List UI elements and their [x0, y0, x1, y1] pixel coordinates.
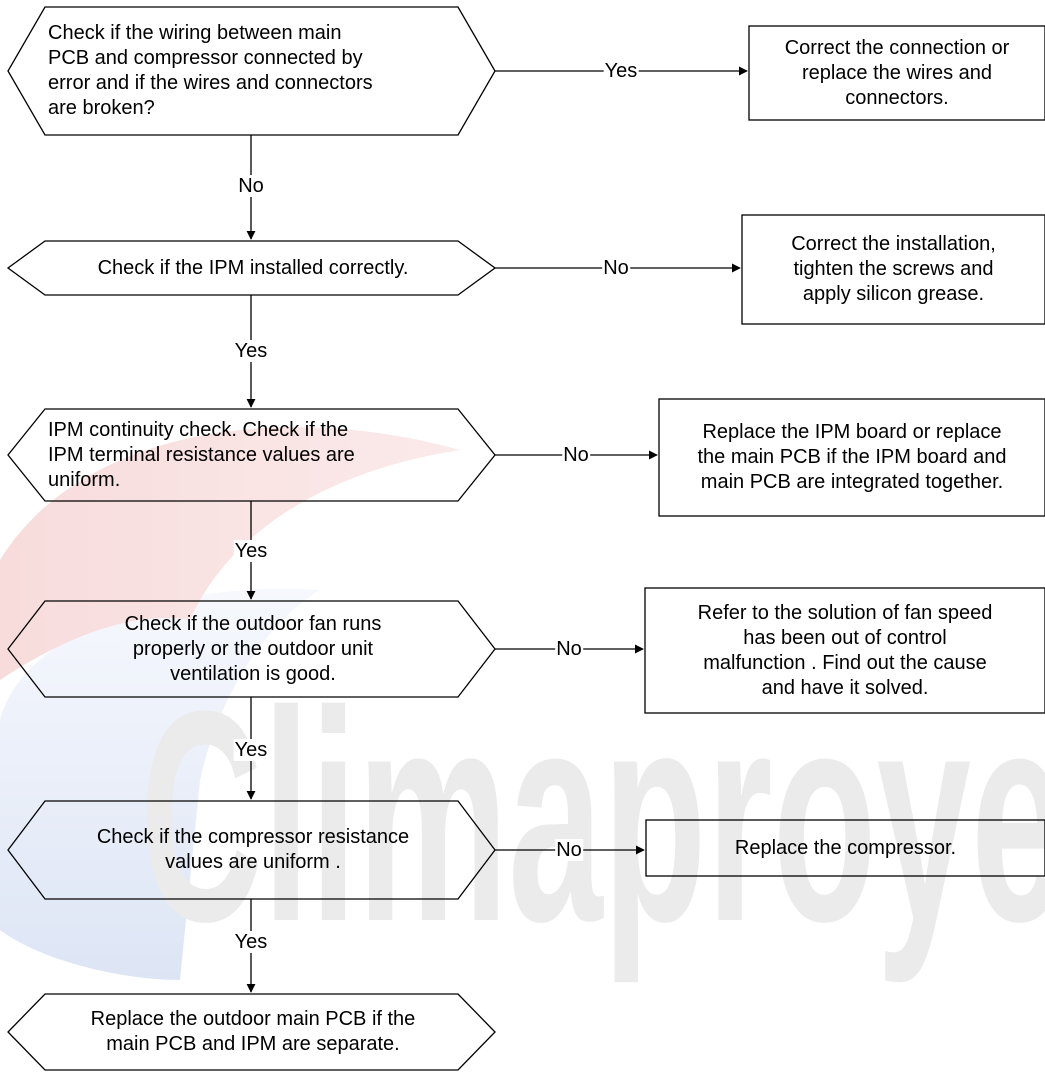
action-replace-compressor-text: Replace the compressor. [646, 820, 1045, 876]
action-replace-ipm-board-text: Replace the IPM board or replace the mai… [659, 399, 1045, 516]
text-line: tighten the screws and [793, 258, 994, 280]
text-line: main PCB are integrated together. [700, 471, 1004, 493]
text-line: Check if the wiring between main [48, 22, 342, 44]
text-line: IPM continuity check. Check if the [48, 418, 349, 441]
decision-ipm-continuity-text: IPM continuity check. Check if the IPM t… [48, 409, 468, 501]
text-line: error and if the wires and connectors [48, 72, 373, 94]
watermark-blue-swoosh [0, 588, 320, 980]
text-line: connectors. [845, 86, 949, 109]
decision-compressor-resistance [7, 800, 496, 900]
text-line: the main PCB if the IPM board and [697, 446, 1007, 468]
text-line: uniform. [48, 468, 121, 491]
text-line: properly or the outdoor unit [132, 637, 374, 660]
text-line: PCB and compressor connected by [48, 47, 363, 69]
text-line: Replace the outdoor main PCB if the [90, 1008, 416, 1030]
text-line: malfunction . Find out the cause [703, 651, 987, 674]
branch-label-yes: Yes [233, 540, 269, 562]
decision-replace-pcb [7, 993, 496, 1071]
watermark-text: Climaproyec [140, 648, 1045, 986]
text-line: has been out of control [743, 626, 947, 649]
branch-label-no: No [555, 638, 583, 660]
text-line: Check if the compressor resistance [96, 826, 410, 848]
branch-label-yes: Yes [233, 931, 269, 953]
branch-label-yes: Yes [603, 60, 639, 82]
text-line: Refer to the solution of fan speed [697, 601, 993, 624]
text-line: replace the wires and [801, 61, 993, 84]
action-correct-installation-text: Correct the installation, tighten the sc… [742, 215, 1045, 324]
action-replace-compressor [645, 819, 1045, 877]
text-line: Correct the installation, [791, 233, 996, 255]
decision-wiring-check [7, 6, 496, 136]
text-line: values are uniform . [165, 851, 341, 873]
text-line: Replace the compressor. [734, 836, 957, 859]
action-fan-speed-solution [644, 587, 1045, 714]
branch-label-no: No [562, 444, 590, 466]
text-line: ventilation is good. [170, 662, 336, 685]
decision-outdoor-fan-text: Check if the outdoor fan runs properly o… [38, 601, 468, 697]
text-line: Correct the connection or [784, 36, 1010, 59]
text-line: Check if the IPM installed correctly. [97, 256, 409, 279]
action-correct-connection-text: Correct the connection or replace the wi… [749, 26, 1045, 120]
branch-label-yes: Yes [233, 340, 269, 362]
decision-wiring-check-text: Check if the wiring between main PCB and… [48, 7, 468, 135]
branch-label-no: No [555, 839, 583, 861]
decision-outdoor-fan [7, 600, 496, 698]
text-line: main PCB and IPM are separate. [106, 1033, 400, 1055]
text-line: Replace the IPM board or replace [702, 421, 1002, 443]
text-line: IPM terminal resistance values are [48, 443, 355, 466]
text-line: are broken? [48, 97, 155, 119]
action-correct-installation [741, 214, 1045, 325]
decision-ipm-installed [6, 240, 497, 296]
action-replace-ipm-board [658, 398, 1045, 517]
action-fan-speed-solution-text: Refer to the solution of fan speed has b… [645, 588, 1045, 713]
branch-label-no: No [602, 257, 630, 279]
branch-label-yes: Yes [233, 739, 269, 761]
text-line: apply silicon grease. [802, 283, 985, 305]
watermark-red-swoosh [0, 427, 460, 680]
branch-label-no: No [237, 175, 265, 197]
action-correct-connection [748, 25, 1045, 121]
decision-ipm-installed-text: Check if the IPM installed correctly. [38, 241, 468, 295]
decision-ipm-continuity [7, 408, 496, 502]
text-line: Check if the outdoor fan runs [124, 612, 382, 635]
text-line: and have it solved. [761, 676, 929, 699]
decision-compressor-resistance-text: Check if the compressor resistance value… [38, 801, 468, 899]
decision-replace-pcb-text: Replace the outdoor main PCB if the main… [38, 994, 468, 1070]
